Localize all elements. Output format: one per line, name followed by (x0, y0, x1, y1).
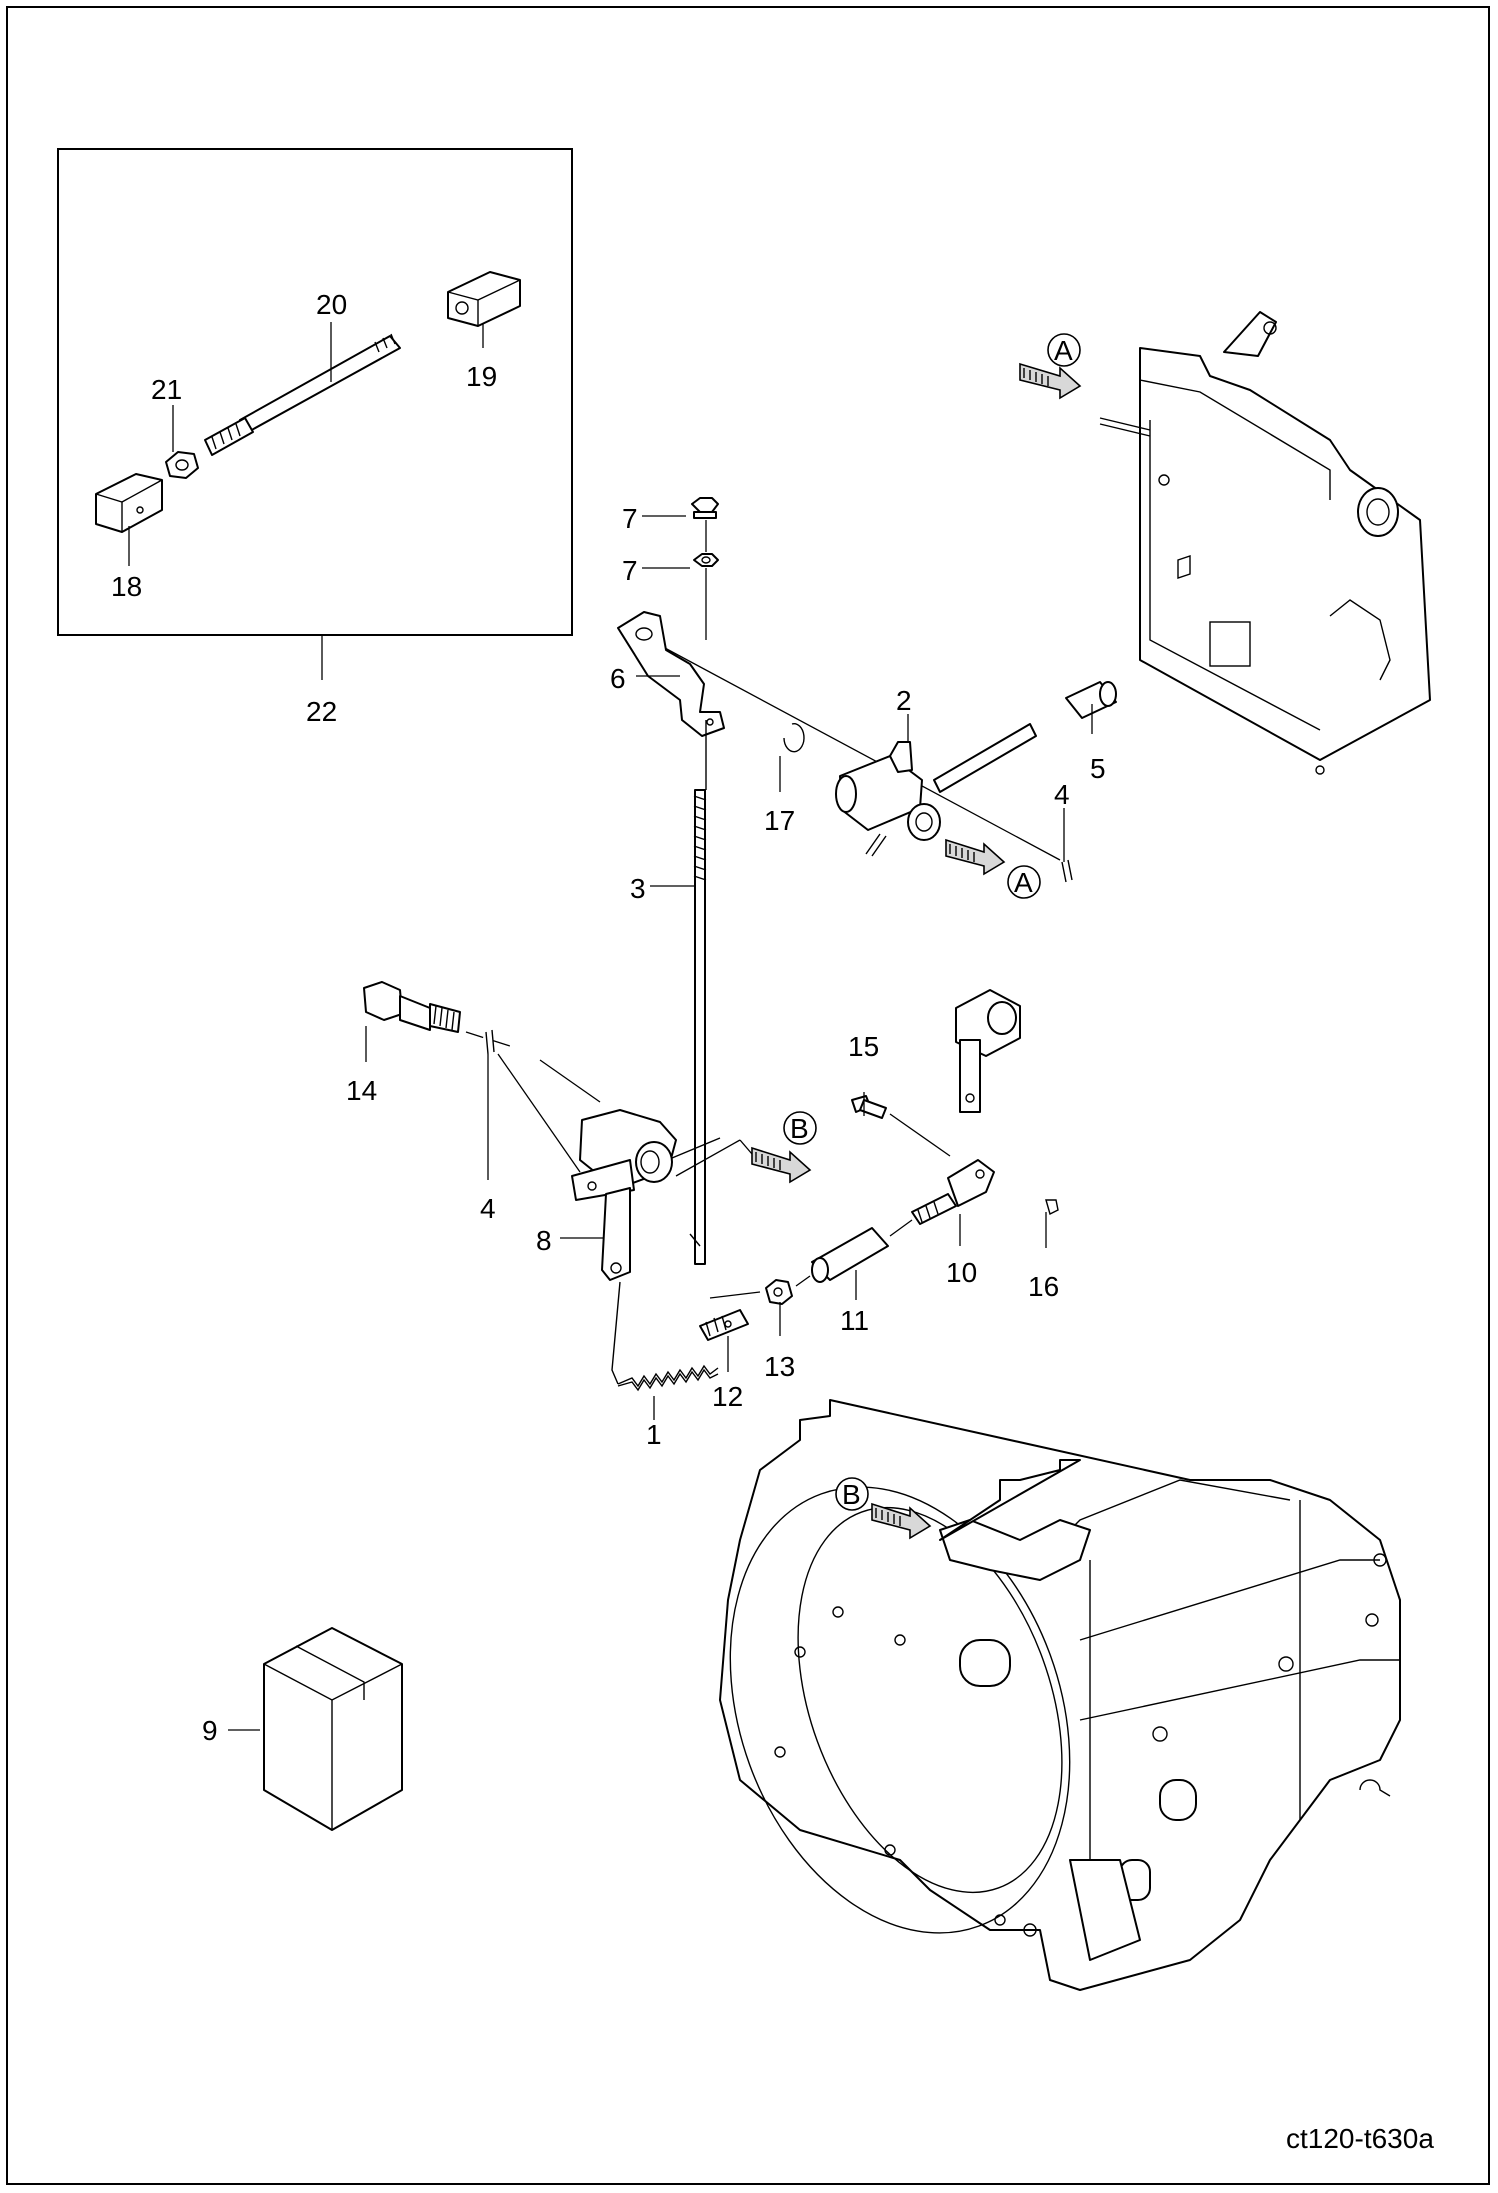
split-pin-part-4 (1061, 859, 1073, 883)
pedal-bracket: A (1019, 311, 1431, 775)
callout-11: 11 (840, 1305, 869, 1336)
callout-19: 19 (466, 361, 497, 392)
view-ref-B-mid: B (790, 1113, 809, 1144)
callout-6: 6 (610, 663, 626, 694)
linkage-rod-part-3 (693, 720, 707, 1265)
lever-arm-upper (955, 989, 1021, 1113)
box-part-9: 9 (202, 1627, 403, 1831)
callout-14: 14 (346, 1075, 377, 1106)
callout-21: 21 (151, 374, 182, 405)
kit-inset: 20 21 18 19 22 (57, 148, 573, 727)
callout-16: 16 (1028, 1271, 1059, 1302)
adjuster-rod-part-20 (204, 333, 401, 456)
clip-part-16 (1045, 1199, 1059, 1216)
sleeve-part-5 (1065, 681, 1117, 719)
callout-1: 1 (646, 1419, 662, 1450)
view-ref-A-top: A (1054, 335, 1073, 366)
callout-20: 20 (316, 289, 347, 320)
adjuster-part-12 (699, 1309, 749, 1341)
callout-12: 12 (712, 1381, 743, 1412)
callout-7-lower: 7 (622, 555, 638, 586)
callout-5: 5 (1090, 753, 1106, 784)
clevis-block-part-19 (447, 271, 521, 327)
callout-17: 17 (764, 805, 795, 836)
clevis-block-part-18 (95, 473, 163, 533)
callout-4-upper: 4 (1054, 779, 1070, 810)
kit-inset-frame (57, 148, 573, 636)
nut-part-21 (165, 451, 199, 479)
lever-part-8 (571, 1109, 721, 1281)
callout-18: 18 (111, 571, 142, 602)
callout-7-upper: 7 (622, 503, 638, 534)
callout-22: 22 (306, 696, 337, 727)
nut-part-7-upper (691, 497, 719, 519)
transmission-housing: B (719, 1399, 1401, 1991)
drawing-code: ct120-t630a (1286, 2123, 1434, 2154)
shaft-part-2 (835, 723, 1037, 857)
lever-bracket-part-6 (617, 611, 725, 737)
callout-15: 15 (848, 1031, 879, 1062)
split-pin-part-4-left (485, 1029, 495, 1055)
circlip-part-17 (783, 723, 805, 753)
sleeve-part-11 (811, 1227, 889, 1283)
callout-9: 9 (202, 1715, 218, 1746)
nut-part-13 (765, 1279, 793, 1305)
view-ref-A-lower: A (1014, 867, 1033, 898)
callout-13: 13 (764, 1351, 795, 1382)
view-ref-B-bottom: B (842, 1479, 861, 1510)
spring-part-1 (611, 1281, 719, 1392)
nut-part-7-lower (693, 553, 719, 567)
release-shaft-assembly: A (617, 497, 1117, 899)
callout-3: 3 (630, 873, 646, 904)
callout-8: 8 (536, 1225, 552, 1256)
clevis-part-10 (911, 1159, 995, 1225)
callout-2: 2 (896, 685, 912, 716)
drawing-frame (6, 6, 1490, 2185)
callout-4-lower: 4 (480, 1193, 496, 1224)
pin-part-15 (851, 1095, 887, 1119)
bolt-part-14 (363, 981, 461, 1033)
callout-10: 10 (946, 1257, 977, 1288)
